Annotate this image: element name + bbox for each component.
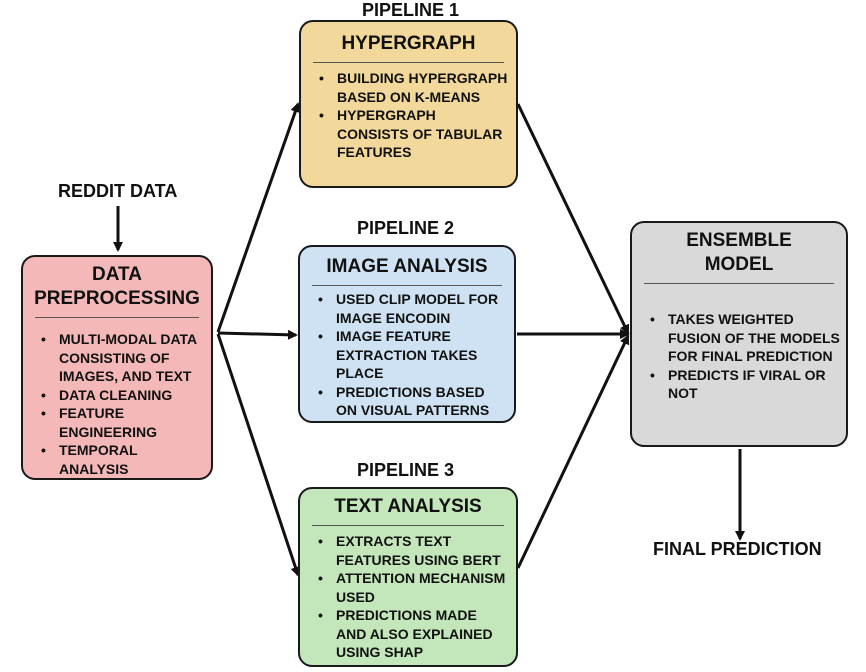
ensemble-title: ENSEMBLE MODEL xyxy=(632,229,846,277)
preprocessing-title-line2: PREPROCESSING xyxy=(34,288,200,309)
arrow-hypergraph-to-ensemble xyxy=(516,103,630,335)
list-item: DATA CLEANING xyxy=(23,386,211,405)
ensemble-box: ENSEMBLE MODEL TAKES WEIGHTED FUSION OF … xyxy=(630,221,848,447)
preprocessing-divider xyxy=(35,317,199,318)
preprocessing-list: MULTI-MODAL DATA CONSISTING OF IMAGES, A… xyxy=(23,330,211,478)
list-item: HYPERGRAPH CONSISTS OF TABULAR FEATURES xyxy=(301,106,516,162)
arrow-preprocessing-to-image xyxy=(217,329,298,340)
hypergraph-box: HYPERGRAPH BUILDING HYPERGRAPH BASED ON … xyxy=(299,20,518,188)
list-item: IMAGE FEATURE EXTRACTION TAKES PLACE xyxy=(300,327,514,383)
text-analysis-divider xyxy=(312,525,504,526)
pipeline-2-label: PIPELINE 2 xyxy=(357,218,455,238)
ensemble-title-line2: MODEL xyxy=(704,254,774,275)
image-analysis-title: IMAGE ANALYSIS xyxy=(326,256,488,277)
arrow-preprocessing-to-text xyxy=(216,333,301,577)
preprocessing-box: DATA PREPROCESSING MULTI-MODAL DATA CONS… xyxy=(21,255,213,480)
list-item: PREDICTIONS MADE AND ALSO EXPLAINED USIN… xyxy=(300,606,516,662)
image-analysis-list: USED CLIP MODEL FOR IMAGE ENCODIN IMAGE … xyxy=(300,290,514,420)
preprocessing-title: DATA PREPROCESSING xyxy=(23,263,211,311)
list-item: MULTI-MODAL DATA CONSISTING OF IMAGES, A… xyxy=(23,330,211,386)
ensemble-list: TAKES WEIGHTED FUSION OF THE MODELS FOR … xyxy=(632,310,846,403)
hypergraph-list: BUILDING HYPERGRAPH BASED ON K-MEANS HYP… xyxy=(301,69,516,162)
text-analysis-list: EXTRACTS TEXT FEATURES USING BERT ATTENT… xyxy=(300,532,516,662)
list-item: USED CLIP MODEL FOR IMAGE ENCODIN xyxy=(300,290,514,327)
image-analysis-box: IMAGE ANALYSIS USED CLIP MODEL FOR IMAGE… xyxy=(298,245,516,423)
list-item: ATTENTION MECHANISM USED xyxy=(300,569,516,606)
preprocessing-title-line1: DATA xyxy=(92,264,142,285)
ensemble-title-line1: ENSEMBLE xyxy=(686,230,792,251)
list-item: TEMPORAL ANALYSIS xyxy=(23,441,211,478)
image-analysis-divider xyxy=(312,285,502,286)
list-item: BUILDING HYPERGRAPH BASED ON K-MEANS xyxy=(301,69,516,106)
list-item: FEATURE ENGINEERING xyxy=(23,404,211,441)
pipeline-3-label: PIPELINE 3 xyxy=(357,460,455,480)
list-item: PREDICTS IF VIRAL OR NOT xyxy=(632,366,846,403)
list-item: TAKES WEIGHTED FUSION OF THE MODELS FOR … xyxy=(632,310,846,366)
arrow-text-to-ensemble xyxy=(516,334,630,569)
output-label: FINAL PREDICTION xyxy=(653,539,822,559)
list-item: PREDICTIONS BASED ON VISUAL PATTERNS xyxy=(300,383,514,420)
hypergraph-divider xyxy=(313,62,504,63)
ensemble-divider xyxy=(644,283,834,284)
pipeline-1-label: PIPELINE 1 xyxy=(362,0,460,20)
input-label: REDDIT DATA xyxy=(58,181,178,201)
hypergraph-title: HYPERGRAPH xyxy=(341,33,476,54)
arrow-preprocessing-to-hypergraph xyxy=(216,102,301,333)
text-analysis-box: TEXT ANALYSIS EXTRACTS TEXT FEATURES USI… xyxy=(298,487,518,667)
text-analysis-title: TEXT ANALYSIS xyxy=(334,496,482,517)
list-item: EXTRACTS TEXT FEATURES USING BERT xyxy=(300,532,516,569)
